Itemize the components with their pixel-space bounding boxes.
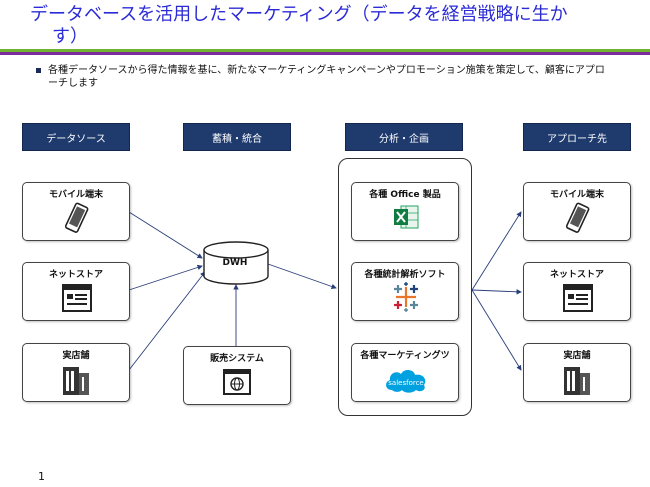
bullet-marker <box>36 68 41 73</box>
analysis-marketing-label: 各種マーケティングツ <box>360 351 450 361</box>
salesforce-logo-text: salesforce <box>388 379 423 387</box>
analysis-marketing-box: 各種マーケティングツ salesforce <box>351 343 459 402</box>
building-icon <box>564 367 590 395</box>
approach-store-box: 実店舗 <box>523 343 631 402</box>
salesforce-cloud-icon: salesforce <box>386 369 426 393</box>
source-store-box: 実店舗 <box>22 343 130 402</box>
column-header-analysis: 分析・企画 <box>345 123 463 151</box>
analysis-office-label: 各種 Office 製品 <box>369 190 441 200</box>
source-netstore-label: ネットストア <box>48 270 103 280</box>
approach-mobile-box: モバイル端末 <box>523 182 631 241</box>
source-store-label: 実店舗 <box>62 351 90 361</box>
arrow-store-to-dwh <box>128 271 206 371</box>
analysis-office-box: 各種 Office 製品 <box>351 182 459 241</box>
globe-window-icon <box>223 369 251 395</box>
page-number: 1 <box>38 470 45 483</box>
approach-netstore-label: ネットストア <box>549 270 604 280</box>
phone-icon <box>565 202 590 233</box>
bullet-text: 各種データソースから得た情報を基に、新たなマーケティングキャンペーンやプロモーシ… <box>48 65 605 89</box>
arrow-mobile-to-dwh <box>128 211 203 259</box>
pos-system-label: 販売システム <box>210 354 264 364</box>
title-line-2: す） <box>52 26 88 47</box>
analysis-stats-box: 各種統計解析ソフト <box>351 262 459 321</box>
column-header-sources: データソース <box>22 123 130 151</box>
page-title: データベースを活用したマーケティング（データを経営戦略に生か す） <box>30 4 630 48</box>
phone-icon <box>64 202 89 233</box>
dwh-label: DWH <box>222 258 248 268</box>
title-rule-purple <box>0 52 650 55</box>
excel-icon <box>394 205 419 229</box>
analysis-stats-label: 各種統計解析ソフト <box>364 270 446 280</box>
column-header-approach: アプローチ先 <box>523 123 631 151</box>
title-rule-green <box>0 49 650 52</box>
column-header-integrate: 蓄積・統合 <box>183 123 291 151</box>
source-mobile-box: モバイル端末 <box>22 182 130 241</box>
arrow-netstore-to-dwh <box>128 264 203 291</box>
database-icon <box>203 241 269 285</box>
approach-mobile-label: モバイル端末 <box>549 190 604 200</box>
building-icon <box>63 367 89 395</box>
title-line-1: データベースを活用したマーケティング（データを経営戦略に生か <box>30 4 568 25</box>
arrow-dwh-to-analysis <box>267 263 337 290</box>
pos-system-box: 販売システム <box>183 346 291 405</box>
web-window-icon <box>563 284 593 312</box>
approach-netstore-box: ネットストア <box>523 262 631 321</box>
arrow-analysis-to-netstore <box>471 289 522 295</box>
approach-store-label: 実店舗 <box>563 351 591 361</box>
source-netstore-box: ネットストア <box>22 262 130 321</box>
source-mobile-label: モバイル端末 <box>48 190 103 200</box>
arrow-analysis-to-mobile <box>471 211 522 291</box>
arrow-analysis-to-store <box>471 289 522 371</box>
web-window-icon <box>62 284 92 312</box>
tableau-icon <box>394 282 418 312</box>
